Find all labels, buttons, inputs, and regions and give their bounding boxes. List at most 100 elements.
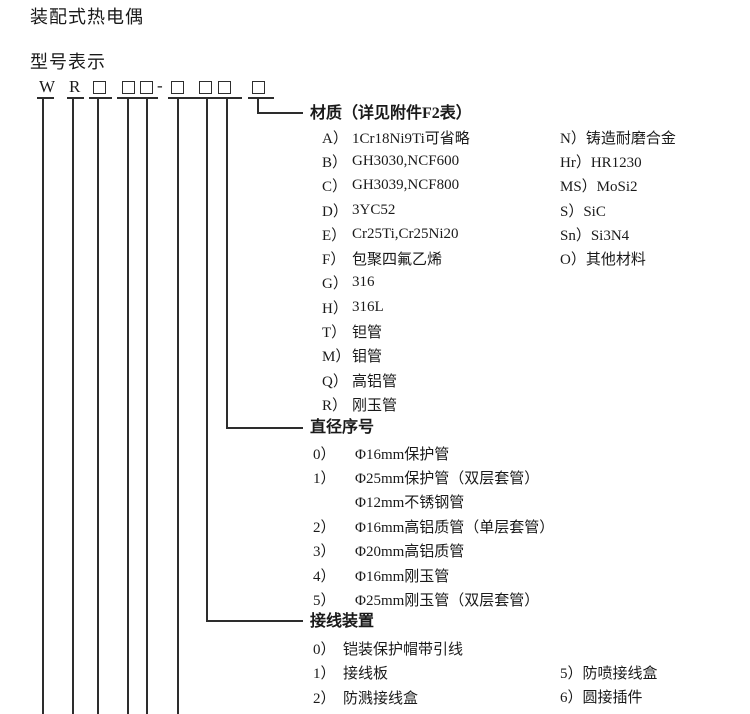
item-code: E） [322, 227, 347, 244]
page-title: 装配式热电偶 [30, 7, 144, 27]
item-code: 3） [313, 544, 336, 561]
item-code: H） [322, 300, 348, 317]
connector-wiring [206, 620, 303, 622]
leader-line-box3 [146, 99, 148, 714]
item-code: Q） [322, 373, 348, 390]
item-code: D） [322, 203, 348, 220]
underline-w [37, 97, 54, 99]
item-code: R） [322, 397, 348, 414]
list-item: 1） 接线板 [313, 661, 463, 686]
underline-box7 [248, 97, 274, 99]
model-box-1 [93, 81, 106, 94]
leader-line-box1 [97, 99, 99, 714]
item-code: 5） [313, 593, 336, 610]
wiring-heading: 接线装置 [310, 613, 375, 630]
item-text: 包聚四氟乙烯 [352, 252, 443, 269]
item-code: C） [322, 179, 348, 196]
list-item: T） 钽管 [322, 319, 470, 343]
diameter-list: 0） Φ16mm保护管 1）Φ25mm保护管（双层套管） Φ12mm不锈钢管 2）… [313, 441, 554, 612]
underline-box23 [117, 97, 158, 99]
item-text: Φ16mm刚玉管 [355, 568, 450, 585]
item-text: 316L [352, 298, 384, 315]
model-designation-subtitle: 型号表示 [30, 52, 106, 72]
model-dash: - [157, 76, 163, 95]
item-text: Φ25mm保护管（双层套管） [355, 471, 540, 488]
leader-line-box2 [127, 99, 129, 714]
underline-r [67, 97, 84, 99]
item-code: 1） [313, 666, 336, 683]
item-text: 钼管 [352, 349, 383, 366]
model-box-7 [252, 81, 265, 94]
list-item: 2） Φ16mm高铝质管（单层套管） [313, 514, 554, 538]
item-text: N）铸造耐磨合金 [560, 130, 676, 147]
item-text: 5）防喷接线盒 [560, 665, 658, 682]
list-item: R）刚玉管 [322, 392, 470, 416]
underline-box456 [168, 97, 242, 99]
item-text: Φ20mm高铝质管 [355, 544, 465, 561]
item-text: Φ16mm保护管 [355, 446, 450, 463]
item-code: 2） [313, 519, 336, 536]
item-code: F） [322, 252, 346, 269]
item-code: M） [322, 349, 351, 366]
item-code: 2） [313, 690, 336, 707]
list-item: MS）MoSi2 [560, 174, 676, 198]
leader-line-box4 [177, 99, 179, 714]
item-text: 铠装保护帽带引线 [343, 641, 464, 658]
list-item: 1）Φ25mm保护管（双层套管） [313, 465, 554, 489]
leader-line-diameter [226, 99, 228, 429]
list-item: B）GH3030,NCF600 [322, 149, 470, 173]
model-box-4 [171, 81, 184, 94]
model-letter-r: R [69, 77, 81, 96]
list-item: 5） Φ25mm刚玉管（双层套管） [313, 587, 554, 611]
item-text: Cr25Ti,Cr25Ni20 [352, 225, 459, 242]
item-code: 0） [313, 446, 336, 463]
item-text: GH3030,NCF600 [352, 152, 460, 169]
list-item: F） 包聚四氟乙烯 [322, 246, 470, 270]
item-text: GH3039,NCF800 [352, 177, 460, 194]
list-item: A）1Cr18Ni9Ti可省略 [322, 125, 470, 149]
item-text: 钽管 [352, 325, 383, 342]
leader-line-material [257, 99, 259, 114]
model-box-6 [218, 81, 231, 94]
item-text: 刚玉管 [352, 397, 398, 414]
item-text: 接线板 [343, 666, 389, 683]
item-text: 防溅接线盒 [343, 690, 419, 707]
wiring-right-list: 5）防喷接线盒 6）圆接插件 [560, 660, 658, 709]
list-item: 5）防喷接线盒 [560, 660, 658, 685]
item-code: G） [322, 276, 348, 293]
list-item: 4） Φ16mm刚玉管 [313, 563, 554, 587]
item-text: Sn）Si3N4 [560, 227, 630, 244]
item-code: 0） [313, 641, 336, 658]
item-text: Φ12mm不锈钢管 [355, 495, 465, 512]
model-letter-w: W [39, 77, 56, 96]
wiring-left-list: 0） 铠装保护帽带引线 1） 接线板 2） 防溅接线盒 [313, 636, 463, 710]
item-text: O）其他材料 [560, 252, 646, 269]
model-box-2 [122, 81, 135, 94]
item-text: 高铝管 [352, 373, 398, 390]
material-heading: 材质（详见附件F2表） [310, 105, 472, 122]
leader-line-w [42, 99, 44, 714]
item-text: Φ16mm高铝质管（单层套管） [355, 519, 555, 536]
list-item: C）GH3039,NCF800 [322, 174, 470, 198]
list-item: M）钼管 [322, 344, 470, 368]
item-code: B） [322, 154, 348, 171]
model-box-5 [199, 81, 212, 94]
list-item: O）其他材料 [560, 246, 676, 270]
list-item: H）316L [322, 295, 470, 319]
underline-box1 [89, 97, 112, 99]
list-item: 0） 铠装保护帽带引线 [313, 636, 463, 661]
item-code: T） [322, 325, 347, 342]
list-item: 6）圆接插件 [560, 685, 658, 710]
item-text: Hr）HR1230 [560, 154, 642, 171]
item-text: 3YC52 [352, 201, 396, 218]
item-text: 1Cr18Ni9Ti可省略 [352, 130, 470, 147]
item-text: S）SiC [560, 203, 606, 220]
item-code: 4） [313, 568, 336, 585]
list-item: Hr）HR1230 [560, 149, 676, 173]
item-text: 6）圆接插件 [560, 690, 643, 707]
list-item: Sn）Si3N4 [560, 222, 676, 246]
list-item: 2） 防溅接线盒 [313, 685, 463, 710]
item-text: Φ25mm刚玉管（双层套管） [355, 593, 540, 610]
leader-line-r [72, 99, 74, 714]
